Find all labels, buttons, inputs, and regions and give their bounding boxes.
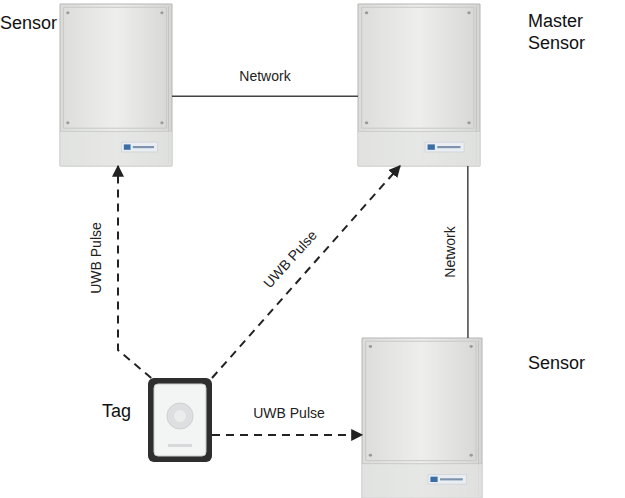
device-label: Sensor — [0, 12, 64, 34]
uwb-pulse-arrow — [118, 166, 151, 378]
connector-label: Network — [239, 68, 290, 84]
sensor-device: Sensor — [362, 338, 482, 498]
uwb-pulse-arrow — [212, 434, 362, 436]
connector-label: UWB Pulse — [88, 222, 104, 294]
connector-label: Network — [442, 226, 458, 277]
sensor-device: Sensor — [60, 4, 172, 166]
connector-label: UWB Pulse — [253, 405, 325, 421]
device-label: Tag — [102, 400, 142, 422]
network-line — [172, 96, 358, 98]
network-line — [467, 166, 469, 338]
device-label: Master Sensor — [528, 10, 620, 54]
master-sensor-device: Master Sensor — [358, 4, 480, 166]
tag-device: Tag — [148, 378, 212, 462]
device-label: Sensor — [528, 352, 608, 374]
tag-illustration — [148, 378, 212, 462]
connector-label: UWB Pulse — [260, 227, 320, 291]
uwb-pulse-arrow — [212, 166, 400, 378]
